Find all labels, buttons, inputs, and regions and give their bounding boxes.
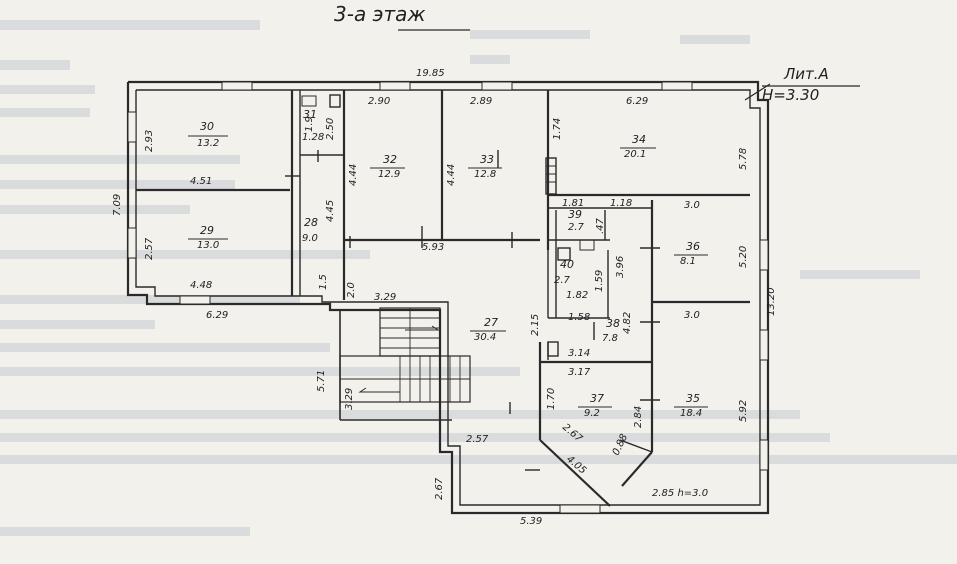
dim-257: 2.57	[466, 434, 489, 445]
svg-text:20.1: 20.1	[624, 149, 646, 160]
room-37: 37 9.2	[578, 392, 612, 419]
svg-text:27: 27	[484, 316, 498, 329]
interior-walls	[136, 90, 750, 507]
svg-text:34: 34	[632, 133, 646, 146]
lit-label: Лит.А	[783, 65, 829, 83]
dim-159: 1.59	[594, 270, 605, 292]
svg-text:2.7: 2.7	[568, 222, 585, 233]
svg-text:28: 28	[304, 216, 318, 229]
ghost-text-layer	[0, 20, 957, 536]
dim-118: 1.18	[610, 198, 632, 209]
dim-396: 3.96	[615, 256, 626, 278]
svg-text:40: 40	[560, 258, 574, 271]
svg-text:8.1: 8.1	[680, 256, 696, 267]
dim-520: 5.20	[738, 246, 749, 268]
room-39: 39 2.7	[568, 208, 585, 233]
dim-629: 6.29	[626, 96, 648, 107]
room-35: 35 18.4	[674, 392, 708, 419]
floor-title: 3-а этаж	[334, 2, 425, 26]
svg-text:35: 35	[686, 392, 700, 405]
dim-329b: 3.29	[344, 388, 355, 410]
dim-h-note: 2.85 h=3.0	[652, 488, 708, 499]
room-30: 30 13.2	[188, 120, 228, 149]
room-36: 36 8.1	[674, 240, 708, 267]
dim-444a: 4.44	[348, 164, 359, 186]
svg-text:12.8: 12.8	[474, 169, 496, 180]
room-32: 32 12.9	[370, 153, 405, 180]
dim-170: 1.70	[546, 388, 557, 410]
dim-445: 4.45	[325, 200, 336, 222]
dim-267b: 2.67	[434, 477, 445, 500]
dim-284: 2.84	[633, 406, 644, 428]
dim-293: 2.93	[144, 130, 155, 152]
svg-text:13.0: 13.0	[197, 240, 219, 251]
dim-592: 5.92	[738, 400, 749, 422]
fixtures	[301, 94, 595, 357]
svg-text:29: 29	[200, 224, 214, 237]
dim-174: 1.74	[552, 118, 563, 140]
svg-text:31: 31	[303, 108, 317, 121]
dim-290: 2.90	[368, 96, 390, 107]
room-31: 31 1.28	[302, 108, 324, 143]
dim-181: 1.81	[562, 198, 584, 209]
dim-451: 4.51	[190, 176, 212, 187]
dim-257-left: 2.57	[144, 237, 155, 260]
svg-text:13.2: 13.2	[197, 138, 219, 149]
dim-left-overall: 7.09	[112, 194, 123, 216]
dim-158: 1.58	[568, 312, 590, 323]
dim-289: 2.89	[470, 96, 492, 107]
room-34: 34 20.1	[620, 133, 656, 160]
dim-top-overall: 19.85	[416, 68, 445, 79]
dim-593: 5.93	[422, 242, 444, 253]
svg-text:1.28: 1.28	[302, 132, 324, 143]
room-33: 33 12.8	[468, 153, 502, 180]
dim-20: 2.0	[346, 282, 357, 298]
room-28: 28 9.0	[302, 216, 318, 244]
dim-bottom-left: 6.29	[206, 310, 228, 321]
svg-text:37: 37	[590, 392, 604, 405]
dim-329: 3.29	[374, 292, 396, 303]
svg-text:2.7: 2.7	[554, 275, 571, 286]
dim-bottom-stair: 5.39	[520, 516, 542, 527]
height-label: Н=3.30	[762, 86, 819, 104]
room-40: 40 2.7	[554, 258, 574, 286]
svg-text:30.4: 30.4	[474, 332, 496, 343]
svg-text:39: 39	[568, 208, 582, 221]
dim-30a: 3.0	[684, 200, 700, 211]
doors	[285, 150, 660, 471]
room-labels: 30 13.2 29 13.0 31 1.28 28 9.0 32 12.9 3…	[188, 108, 708, 419]
svg-text:18.4: 18.4	[680, 408, 702, 419]
room-38: 38 7.8	[602, 317, 620, 344]
dim-482: 4.82	[622, 312, 633, 334]
dim-30b: 3.0	[684, 310, 700, 321]
dim-215: 2.15	[530, 314, 541, 336]
dim-444b: 4.44	[446, 164, 457, 186]
svg-text:30: 30	[200, 120, 214, 133]
dim-15: 1.5	[318, 274, 329, 290]
svg-text:38: 38	[606, 317, 620, 330]
dim-250: 2.50	[325, 118, 336, 140]
dim-047: .47	[595, 217, 606, 234]
room-29: 29 13.0	[188, 224, 228, 251]
room-27: 27 30.4	[470, 316, 506, 343]
dim-578: 5.78	[738, 148, 749, 170]
dim-19: 1.9	[304, 116, 315, 132]
outer-walls	[126, 80, 770, 515]
dim-448: 4.48	[190, 280, 212, 291]
dim-182: 1.82	[566, 290, 588, 301]
staircase	[339, 307, 471, 421]
dim-314: 3.14	[568, 348, 590, 359]
svg-text:12.9: 12.9	[378, 169, 400, 180]
dim-right-overall: 13.20	[766, 287, 777, 316]
dim-317: 3.17	[568, 367, 591, 378]
svg-text:36: 36	[686, 240, 700, 253]
dim-571: 5.71	[316, 370, 327, 392]
svg-text:9.2: 9.2	[584, 408, 600, 419]
windows	[127, 81, 769, 514]
svg-text:7.8: 7.8	[602, 333, 618, 344]
svg-text:32: 32	[383, 153, 397, 166]
svg-text:33: 33	[480, 153, 494, 166]
svg-text:9.0: 9.0	[302, 233, 318, 244]
